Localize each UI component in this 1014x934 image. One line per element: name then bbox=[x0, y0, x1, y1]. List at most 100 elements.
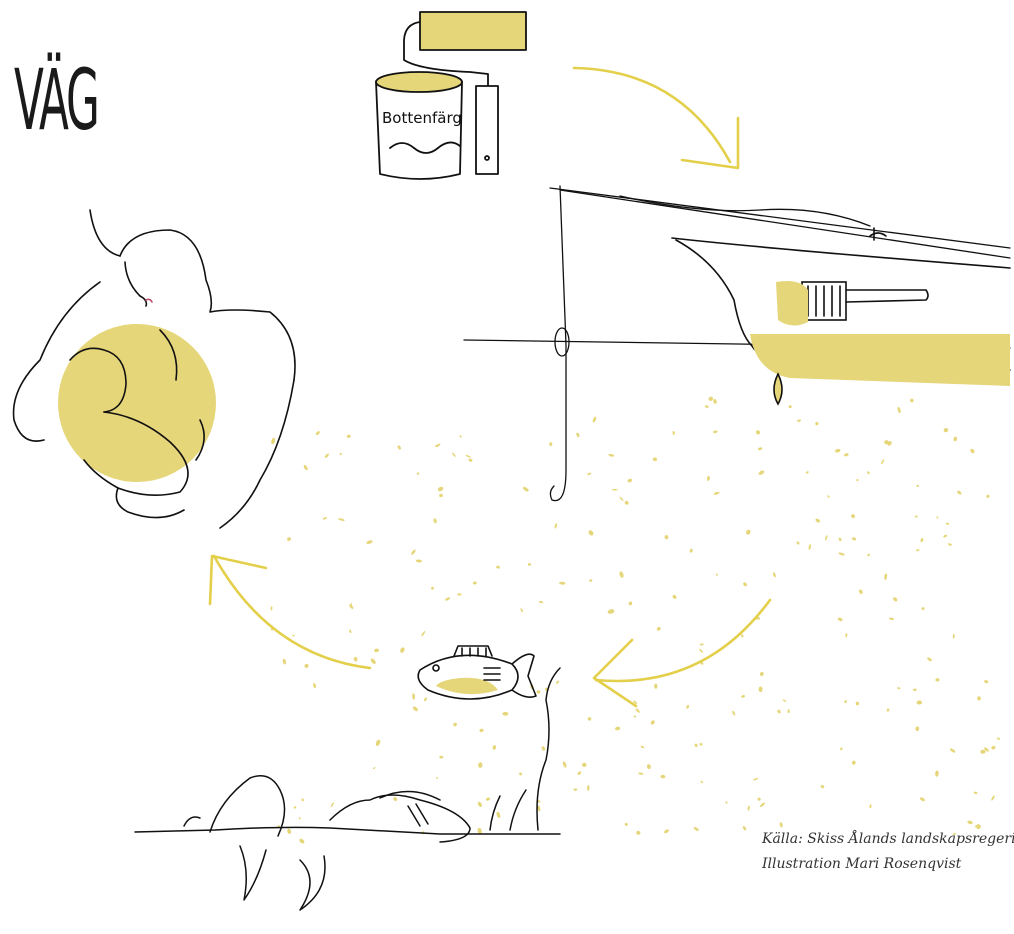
paint-particle bbox=[825, 535, 828, 541]
paint-particle bbox=[522, 486, 529, 492]
paint-particle bbox=[948, 543, 953, 547]
paint-particle bbox=[577, 771, 582, 776]
paint-particle bbox=[713, 491, 720, 495]
paint-particle bbox=[435, 443, 441, 448]
paint-particle bbox=[867, 553, 871, 557]
paint-particle bbox=[412, 706, 419, 712]
paint-particle bbox=[755, 429, 761, 435]
paint-particle bbox=[627, 478, 633, 483]
paint-particle bbox=[635, 708, 640, 714]
paint-particle bbox=[742, 825, 747, 830]
paint-particle bbox=[313, 683, 317, 689]
paint-particle bbox=[757, 797, 760, 800]
paint-particle bbox=[758, 447, 763, 451]
paint-particle bbox=[421, 630, 426, 636]
mother-and-child-icon bbox=[14, 210, 295, 528]
paint-particle bbox=[587, 785, 590, 791]
paint-particle bbox=[753, 777, 759, 780]
paint-particle bbox=[439, 493, 443, 497]
paint-particle bbox=[664, 535, 668, 539]
paint-particle bbox=[628, 601, 633, 606]
paint-particle bbox=[270, 437, 276, 445]
paint-particle bbox=[410, 549, 416, 556]
paint-particle bbox=[772, 572, 776, 578]
paint-particle bbox=[373, 767, 376, 770]
paint-particle bbox=[815, 518, 821, 524]
paint-particle bbox=[747, 805, 750, 811]
paint-particle bbox=[412, 693, 415, 700]
paint-particle bbox=[612, 489, 618, 491]
paint-particle bbox=[322, 517, 327, 520]
paint-particle bbox=[820, 784, 825, 788]
arrow-fish-to-mother bbox=[214, 556, 370, 668]
paint-particle bbox=[699, 743, 703, 746]
paint-particle bbox=[656, 626, 661, 631]
source-caption: Källa: Skiss Ålands landskapsregering bbox=[762, 831, 1014, 847]
paint-particle bbox=[897, 687, 901, 690]
paint-particles bbox=[270, 396, 1000, 845]
paint-particle bbox=[650, 719, 656, 725]
paint-particle bbox=[946, 523, 950, 525]
arrow-head-boat-to-seabed bbox=[594, 640, 636, 706]
paint-particle bbox=[880, 459, 884, 465]
paint-particle bbox=[375, 739, 381, 747]
paint-particle bbox=[518, 772, 522, 776]
illustrator-caption: Illustration Mari Rosenqvist bbox=[762, 856, 961, 872]
paint-particle bbox=[520, 608, 524, 613]
paint-can-and-roller-icon: Bottenfärg bbox=[376, 12, 526, 179]
paint-particle bbox=[270, 606, 272, 611]
paint-particle bbox=[468, 458, 472, 462]
paint-particle bbox=[672, 431, 675, 435]
paint-particle bbox=[492, 745, 496, 750]
paint-particle bbox=[496, 565, 501, 569]
paint-particle bbox=[997, 737, 1001, 740]
paint-particle bbox=[980, 750, 986, 754]
paint-particle bbox=[916, 549, 920, 552]
paint-particle bbox=[758, 470, 765, 476]
paint-particle bbox=[886, 708, 889, 712]
paint-particle bbox=[473, 581, 477, 584]
paint-particle bbox=[576, 432, 580, 437]
paint-particle bbox=[837, 617, 843, 622]
paint-particle bbox=[303, 464, 309, 471]
paint-particle bbox=[850, 514, 855, 519]
paint-particle bbox=[287, 828, 292, 834]
paint-particle bbox=[741, 634, 744, 638]
paint-particle bbox=[699, 648, 704, 653]
paint-particle bbox=[916, 700, 922, 704]
paint-particle bbox=[713, 430, 718, 433]
paint-particle bbox=[554, 523, 558, 529]
paint-particle bbox=[787, 709, 790, 713]
paint-particle bbox=[686, 705, 689, 710]
paint-particle bbox=[699, 643, 704, 646]
paint-particle bbox=[640, 745, 644, 748]
paint-particle bbox=[392, 796, 397, 801]
paint-particle bbox=[635, 830, 641, 836]
paint-particle bbox=[759, 671, 764, 676]
paint-particle bbox=[433, 518, 437, 524]
paint-particle bbox=[536, 690, 540, 694]
paint-particle bbox=[915, 726, 919, 731]
paint-particle bbox=[838, 537, 842, 541]
seabed-icon bbox=[135, 668, 560, 910]
paint-particle bbox=[921, 607, 925, 611]
paint-particle bbox=[970, 448, 976, 454]
paint-particle bbox=[884, 573, 888, 580]
paint-particle bbox=[745, 529, 751, 536]
paint-particle bbox=[953, 436, 957, 441]
paint-particle bbox=[725, 801, 728, 804]
paint-particle bbox=[479, 728, 484, 733]
paint-particle bbox=[588, 529, 595, 536]
paint-particle bbox=[706, 476, 710, 481]
paint-particle bbox=[444, 597, 450, 602]
paint-particle bbox=[638, 772, 644, 775]
paint-particle bbox=[926, 657, 932, 662]
paint-particle bbox=[796, 541, 800, 545]
paint-particle bbox=[705, 405, 709, 408]
paint-particle bbox=[663, 829, 669, 834]
paint-particle bbox=[465, 454, 471, 458]
paint-particle bbox=[397, 445, 402, 450]
paint-particle bbox=[589, 579, 593, 582]
paint-particle bbox=[910, 398, 914, 402]
